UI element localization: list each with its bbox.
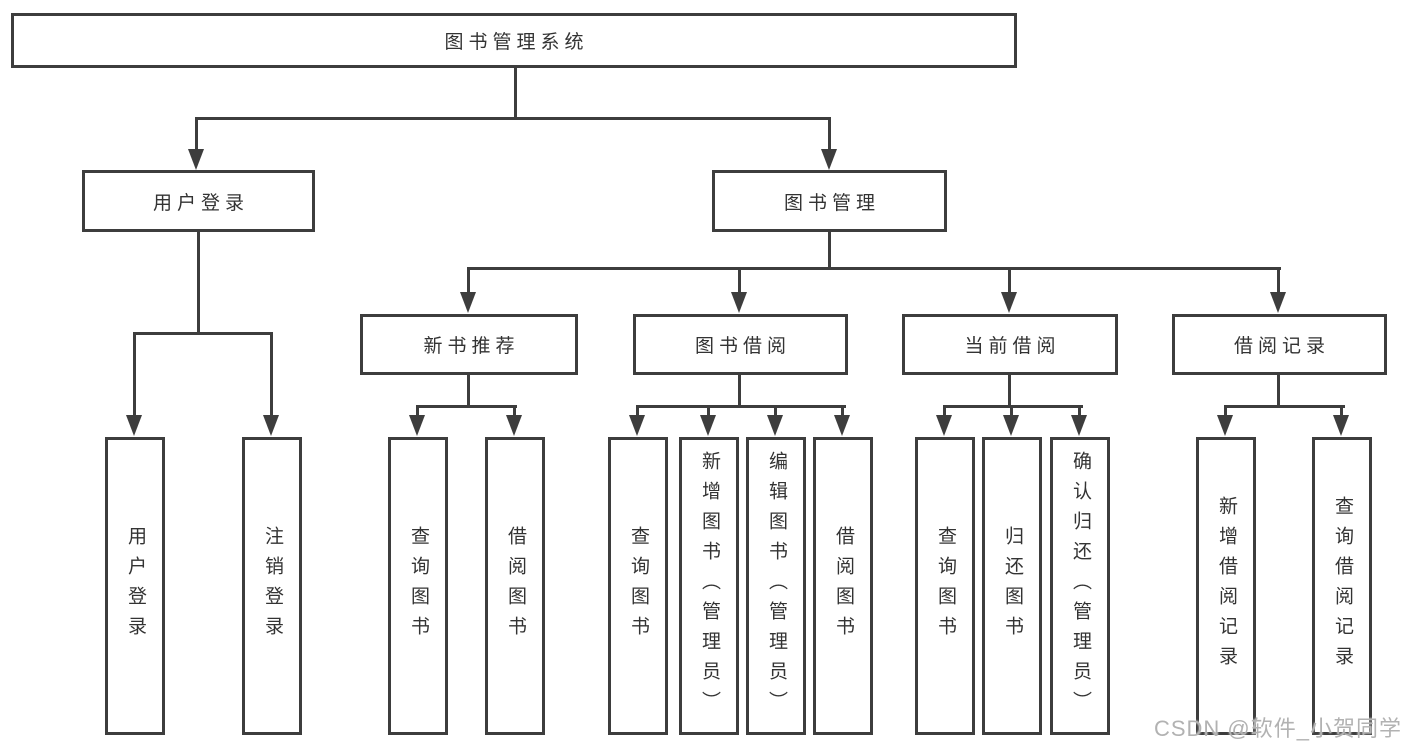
leaf-query-books-recommend-label: 查询图书 [408,526,429,646]
arrowhead-current-borrowing-icon [1001,292,1017,313]
leaf-borrow-books-recommend: 借阅图书 [485,437,545,735]
connector-book-borrowing-rail [636,405,846,408]
connector-drop-current-borrowing [1008,267,1011,295]
leaf-add-books-admin-label: 新增图书（管理员） [699,451,720,721]
leaf-edit-books-admin-label: 编辑图书（管理员） [766,451,787,721]
connector-current-borrowing-rail [943,405,1083,408]
connector-drop-confirm-return [1078,405,1081,417]
leaf-confirm-return-admin-label: 确认归还（管理员） [1070,451,1091,721]
arrowhead-return-books-icon [1003,415,1019,436]
connector-root-stem [514,68,517,118]
leaf-logout-label: 注销登录 [262,526,283,646]
arrowhead-user-login-icon [188,149,204,170]
leaf-add-borrow-record-label: 新增借阅记录 [1216,496,1237,676]
leaf-logout: 注销登录 [242,437,302,735]
connector-current-borrowing-stem [1008,375,1011,407]
arrowhead-book-borrowing-icon [731,292,747,313]
leaf-user-login: 用户登录 [105,437,165,735]
connector-drop-user-login [195,117,198,151]
node-user-login: 用户登录 [82,170,315,232]
connector-book-management-stem [828,232,831,270]
arrowhead-add-books-icon [700,415,716,436]
connector-root-rail [195,117,831,120]
leaf-borrow-books-recommend-label: 借阅图书 [505,526,526,646]
connector-drop-borrow-books [841,405,844,417]
connector-book-management-rail [467,267,1281,270]
node-current-borrowing: 当前借阅 [902,314,1118,375]
connector-borrowing-records-stem [1277,375,1280,407]
leaf-add-borrow-record: 新增借阅记录 [1196,437,1256,735]
connector-drop-add-borrow-record [1224,405,1227,417]
connector-drop-query-books-current [943,405,946,417]
connector-drop-add-books [707,405,710,417]
watermark: CSDN @软件_小贺同学 [1153,716,1402,741]
connector-new-book-stem [467,375,470,407]
arrowhead-query-borrow-record-icon [1333,415,1349,436]
node-book-management: 图书管理 [712,170,947,232]
arrowhead-confirm-return-icon [1071,415,1087,436]
node-borrowing-records: 借阅记录 [1172,314,1387,375]
connector-drop-book-management [828,117,831,151]
connector-drop-leaf-user-login [133,332,136,416]
connector-borrowing-records-rail [1224,405,1345,408]
leaf-confirm-return-admin: 确认归还（管理员） [1050,437,1110,735]
connector-user-login-stem [197,232,200,335]
node-library-management-system: 图书管理系统 [11,13,1017,68]
arrowhead-book-management-icon [821,149,837,170]
connector-drop-borrowing-records [1277,267,1280,295]
leaf-query-borrow-record-label: 查询借阅记录 [1332,496,1353,676]
leaf-return-books-label: 归还图书 [1002,526,1023,646]
arrowhead-new-book-recommendation-icon [460,292,476,313]
connector-drop-leaf-logout [270,332,273,416]
arrowhead-query-books-current-icon [936,415,952,436]
leaf-query-books-borrow: 查询图书 [608,437,668,735]
leaf-query-books-current: 查询图书 [915,437,975,735]
arrowhead-borrow-books-icon [834,415,850,436]
arrowhead-add-borrow-record-icon [1217,415,1233,436]
arrowhead-edit-books-icon [767,415,783,436]
connector-new-book-rail [416,405,517,408]
connector-drop-query-books-recommend [416,405,419,417]
arrowhead-borrow-books-recommend-icon [506,415,522,436]
leaf-edit-books-admin: 编辑图书（管理员） [746,437,806,735]
leaf-query-books-recommend: 查询图书 [388,437,448,735]
connector-drop-query-books-borrow [636,405,639,417]
connector-book-borrowing-stem [738,375,741,407]
leaf-add-books-admin: 新增图书（管理员） [679,437,739,735]
leaf-borrow-books: 借阅图书 [813,437,873,735]
leaf-query-borrow-record: 查询借阅记录 [1312,437,1372,735]
connector-drop-edit-books [774,405,777,417]
arrowhead-leaf-logout-icon [263,415,279,436]
leaf-user-login-label: 用户登录 [125,526,146,646]
connector-drop-borrow-books-recommend [513,405,516,417]
leaf-return-books: 归还图书 [982,437,1042,735]
leaf-query-books-current-label: 查询图书 [935,526,956,646]
connector-drop-new-book-recommendation [467,267,470,295]
arrowhead-query-books-recommend-icon [409,415,425,436]
connector-drop-book-borrowing [738,267,741,295]
node-book-borrowing: 图书借阅 [633,314,848,375]
connector-user-login-rail [133,332,273,335]
arrowhead-query-books-borrow-icon [629,415,645,436]
connector-drop-return-books [1010,405,1013,417]
leaf-query-books-borrow-label: 查询图书 [628,526,649,646]
arrowhead-leaf-user-login-icon [126,415,142,436]
leaf-borrow-books-label: 借阅图书 [833,526,854,646]
node-new-book-recommendation: 新书推荐 [360,314,578,375]
connector-drop-query-borrow-record [1340,405,1343,417]
arrowhead-borrowing-records-icon [1270,292,1286,313]
